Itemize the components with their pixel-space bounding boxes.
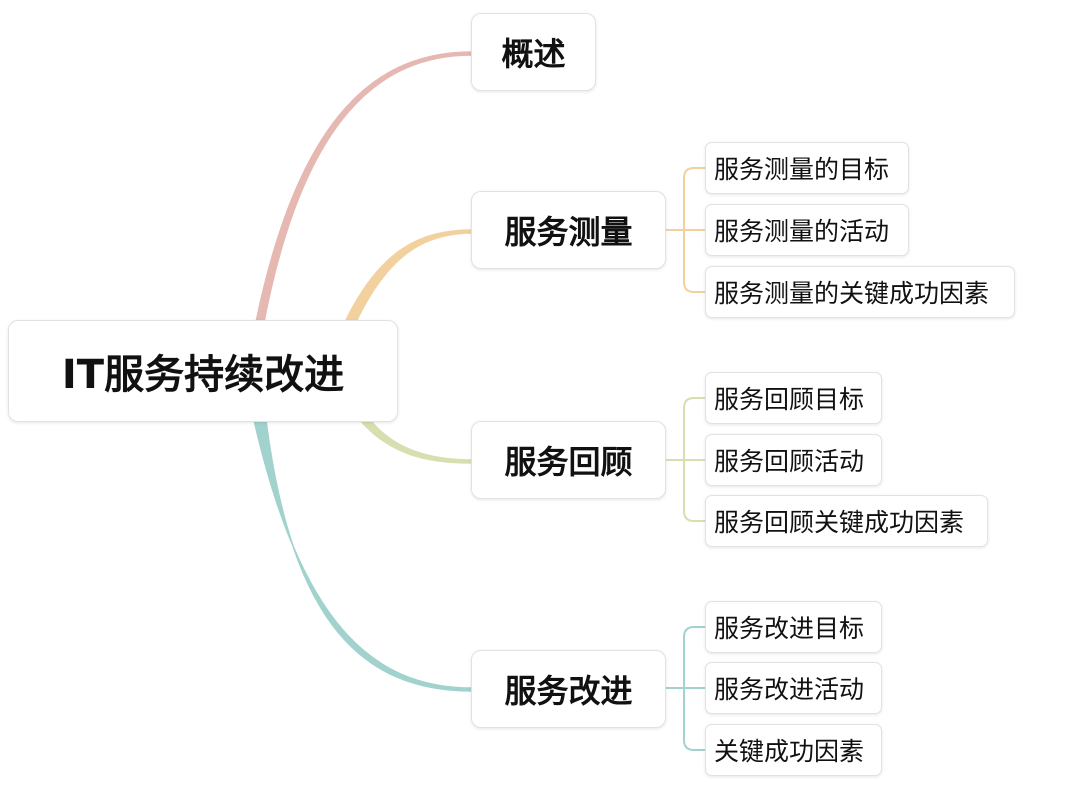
topic-label: 服务测量 bbox=[504, 213, 633, 251]
subtopic-review-activities[interactable]: 服务回顾活动 bbox=[705, 434, 882, 486]
subtopic-improvement-goals[interactable]: 服务改进目标 bbox=[705, 601, 882, 653]
subtopic-measurement-goals[interactable]: 服务测量的目标 bbox=[705, 142, 909, 194]
branch-connector-service-review bbox=[358, 419, 473, 464]
root-node-label: IT服务持续改进 bbox=[61, 352, 345, 398]
bracket-service-measurement bbox=[666, 167, 706, 293]
subtopic-label: 服务改进目标 bbox=[714, 614, 865, 643]
subtopic-label: 服务测量的关键成功因素 bbox=[714, 279, 990, 308]
topic-service-review[interactable]: 服务回顾 bbox=[471, 421, 666, 499]
subtopic-label: 关键成功因素 bbox=[714, 737, 865, 766]
subtopic-review-csf[interactable]: 服务回顾关键成功因素 bbox=[705, 495, 988, 547]
topic-overview[interactable]: 概述 bbox=[471, 13, 596, 91]
subtopic-measurement-csf[interactable]: 服务测量的关键成功因素 bbox=[705, 266, 1015, 318]
subtopic-label: 服务测量的目标 bbox=[714, 155, 890, 184]
subtopic-label: 服务回顾关键成功因素 bbox=[714, 508, 965, 537]
bracket-service-review bbox=[666, 397, 706, 522]
topic-label: 服务回顾 bbox=[504, 443, 633, 481]
subtopic-review-goals[interactable]: 服务回顾目标 bbox=[705, 372, 882, 424]
topic-label: 概述 bbox=[501, 35, 566, 73]
subtopic-label: 服务回顾目标 bbox=[714, 385, 865, 414]
subtopic-label: 服务改进活动 bbox=[714, 675, 865, 704]
topic-label: 服务改进 bbox=[504, 672, 633, 710]
subtopic-improvement-activities[interactable]: 服务改进活动 bbox=[705, 662, 882, 714]
bracket-service-improvement bbox=[666, 626, 706, 751]
subtopic-label: 服务测量的活动 bbox=[714, 217, 890, 246]
topic-service-measurement[interactable]: 服务测量 bbox=[471, 191, 666, 269]
subtopic-improvement-csf[interactable]: 关键成功因素 bbox=[705, 724, 882, 776]
root-node[interactable]: IT服务持续改进 bbox=[8, 320, 398, 422]
branch-connector-overview bbox=[255, 51, 473, 323]
topic-service-improvement[interactable]: 服务改进 bbox=[471, 650, 666, 728]
subtopic-label: 服务回顾活动 bbox=[714, 447, 865, 476]
subtopic-measurement-activities[interactable]: 服务测量的活动 bbox=[705, 204, 909, 256]
branch-connector-service-measurement bbox=[343, 229, 473, 323]
